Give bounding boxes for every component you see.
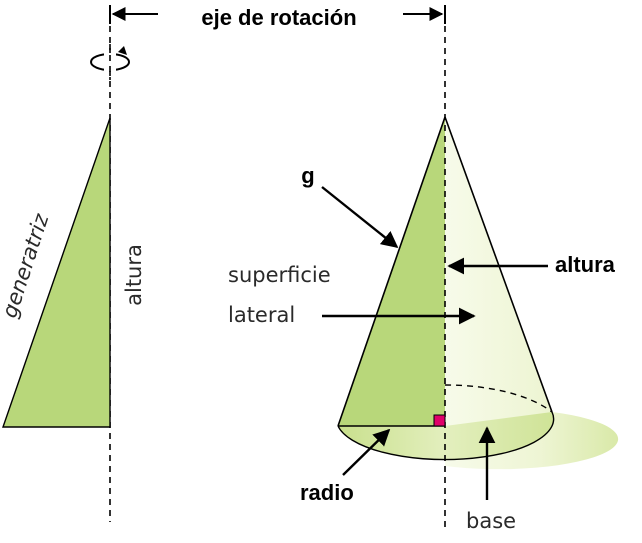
cone-base-front-edge <box>337 411 555 461</box>
cone-right-edge <box>444 116 553 413</box>
left-figure: generatriz altura <box>0 26 146 522</box>
altura-right-group: altura <box>447 252 616 277</box>
superficie-label-line1: superficie <box>228 263 331 287</box>
axis-title: eje de rotación <box>201 5 356 30</box>
cone-right-half <box>445 117 619 470</box>
altura-left-label: altura <box>122 244 146 306</box>
axis-dimension: eje de rotación <box>109 5 446 30</box>
radio-pointer-arrow <box>342 428 391 476</box>
g-pointer-arrow <box>321 186 399 249</box>
radio-label: radio <box>300 480 354 505</box>
g-label: g <box>301 163 314 188</box>
rotation-arrow-icon <box>90 44 130 80</box>
base-label: base <box>466 509 516 533</box>
generatrix-triangle <box>2 117 111 428</box>
altura-right-label: altura <box>555 252 616 277</box>
cone-figure <box>337 26 619 532</box>
superficie-group: superficie lateral <box>228 263 476 327</box>
radio-group: radio <box>300 428 391 505</box>
cone-left-edge <box>337 116 446 427</box>
right-angle-marker <box>433 414 446 427</box>
cone-base <box>338 412 554 460</box>
base-group: base <box>466 426 516 533</box>
cone-base-back-edge <box>444 384 553 413</box>
superficie-label-line2: lateral <box>228 303 295 327</box>
g-label-group: g <box>301 163 399 249</box>
